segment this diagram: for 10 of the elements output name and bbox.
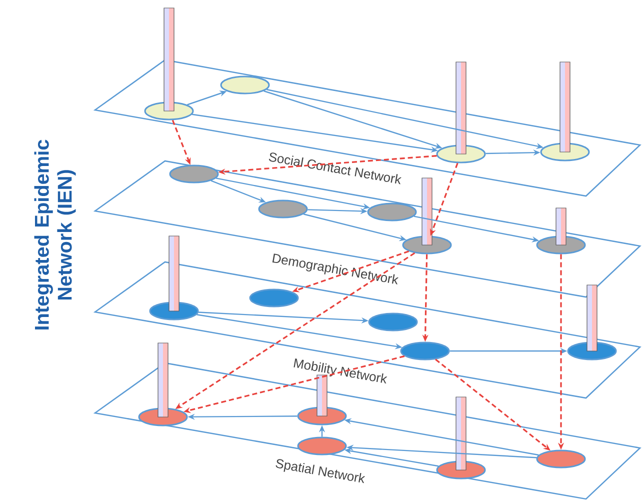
vertical-title: Integrated Epidemic Network (IEN) [34, 140, 76, 330]
node-ellipse [368, 312, 418, 332]
node-ellipse [367, 202, 417, 222]
node-ellipse [297, 436, 347, 456]
node-ellipse [258, 200, 308, 218]
node-ellipse [400, 342, 450, 360]
node-ellipse [536, 450, 586, 468]
node-ellipse [249, 288, 299, 308]
node-ellipse [220, 76, 270, 94]
node-ellipse [169, 164, 219, 184]
